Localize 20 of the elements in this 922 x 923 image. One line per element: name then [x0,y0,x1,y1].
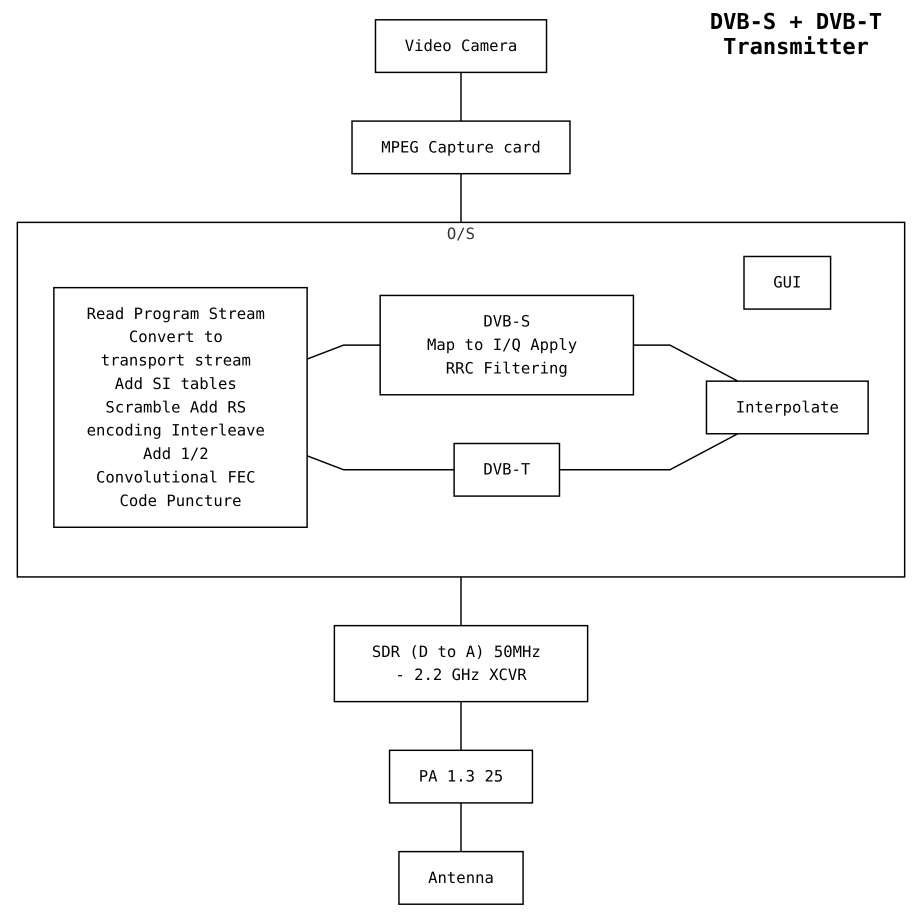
node-box: SDR (D to A) 50MHz - 2.2 GHz XCVR [334,624,588,702]
connector [559,432,738,470]
connector [460,802,462,852]
node-box: Antenna [398,850,524,904]
connector [460,72,462,121]
connector [460,701,462,750]
connector [460,173,462,222]
node-box: Video Camera [374,18,548,73]
node-box: MPEG Capture card [351,120,571,174]
node-box: DVB-T [453,442,560,496]
node-box: Interpolate [706,380,869,434]
connector [306,344,380,360]
connector [306,454,454,470]
node-box: DVB-S Map to I/Q Apply RRC Filtering [379,294,634,396]
diagram-title: DVB-S + DVB-T Transmitter [708,10,884,60]
connector [633,344,738,382]
node-box: GUI [743,255,832,310]
node-box: Read Program Stream Convert to transport stream Add SI tables Scramble Add RS encoding Interleave Add 1/2 Convolutional FEC Code Puncture [53,286,308,528]
node-box: PA 1.3 25 [388,749,534,804]
connector [460,576,462,626]
